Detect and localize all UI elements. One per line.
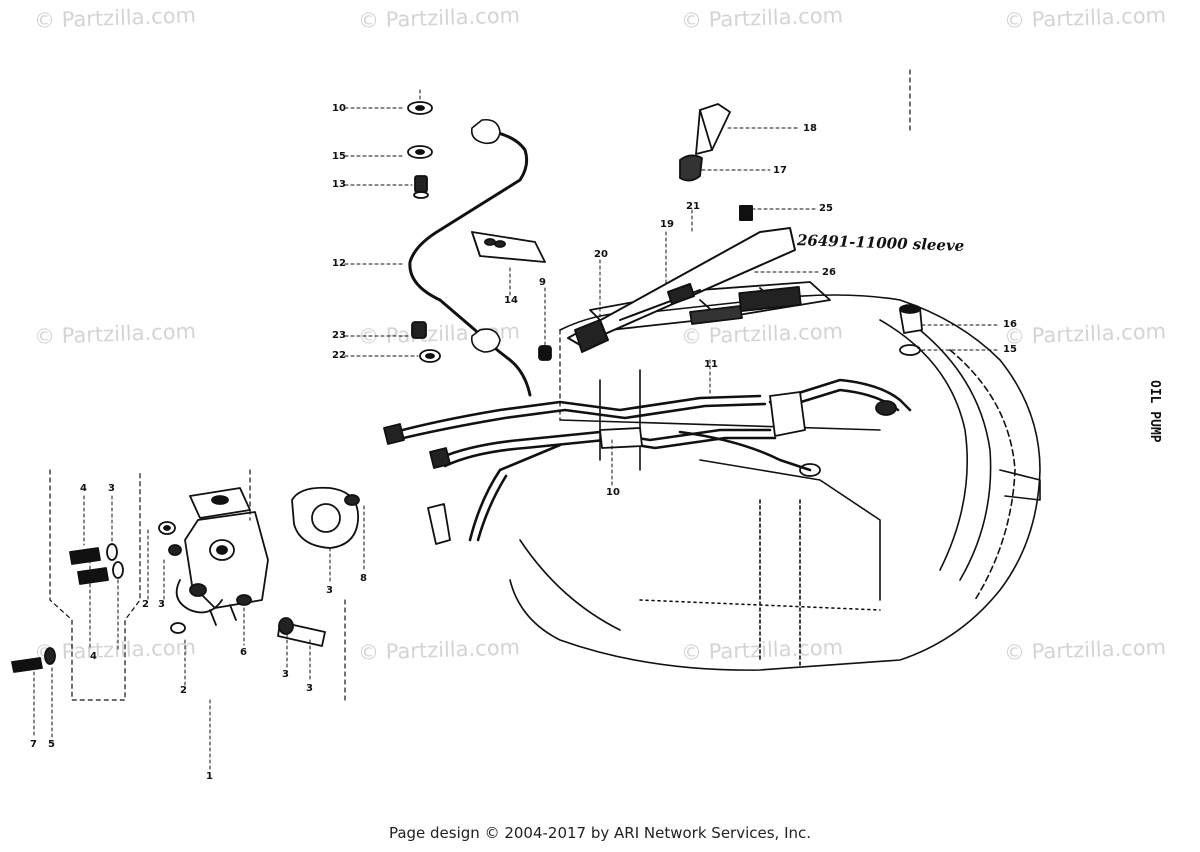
callout-number: 17 xyxy=(773,165,787,176)
callout-number: 9 xyxy=(539,277,546,288)
plug xyxy=(899,304,923,356)
callout-number: 3 xyxy=(158,599,165,610)
callout-number: 20 xyxy=(594,249,608,260)
callout-number: 18 xyxy=(803,123,817,134)
callout-number: 3 xyxy=(326,585,333,596)
callout-number: 4 xyxy=(80,483,87,494)
washer-top xyxy=(407,101,433,199)
callout-number: 13 xyxy=(332,179,346,190)
callout-number: 15 xyxy=(1003,344,1017,355)
control-rod xyxy=(567,205,796,353)
callout-number: 2 xyxy=(180,685,187,696)
oil-pipe xyxy=(408,128,532,397)
callout-number: 8 xyxy=(360,573,367,584)
callout-number: 22 xyxy=(332,350,346,361)
bolts xyxy=(11,543,326,673)
callout-number: 21 xyxy=(686,201,700,212)
engine-block xyxy=(509,294,1041,671)
footer-copyright: Page design © 2004-2017 by ARI Network S… xyxy=(388,824,812,842)
callout-number: 5 xyxy=(48,739,55,750)
callout-number: 3 xyxy=(108,483,115,494)
callout-number: 12 xyxy=(332,258,346,269)
lever-knob xyxy=(679,103,731,182)
callout-number: 16 xyxy=(1003,319,1017,330)
elbow-block xyxy=(471,231,546,263)
callout-number: 7 xyxy=(30,739,37,750)
oil-pump-body xyxy=(170,487,269,634)
callout-number: 23 xyxy=(332,330,346,341)
callout-number: 10 xyxy=(606,487,620,498)
callout-number: 26 xyxy=(822,267,836,278)
oil-lines xyxy=(393,378,912,542)
callout-number: 25 xyxy=(819,203,833,214)
callout-number: 1 xyxy=(206,771,213,782)
callout-number: 10 xyxy=(332,103,346,114)
callout-number: 3 xyxy=(306,683,313,694)
callout-number: 2 xyxy=(142,599,149,610)
callout-number: 19 xyxy=(660,219,674,230)
callout-number: 3 xyxy=(282,669,289,680)
section-label: OIL PUMP xyxy=(1147,380,1162,443)
callout-number: 15 xyxy=(332,151,346,162)
callout-number: 4 xyxy=(90,651,97,662)
callout-number: 14 xyxy=(504,295,518,306)
gasket xyxy=(291,486,360,549)
callout-number: 6 xyxy=(240,647,247,658)
callout-number: 11 xyxy=(704,359,718,370)
